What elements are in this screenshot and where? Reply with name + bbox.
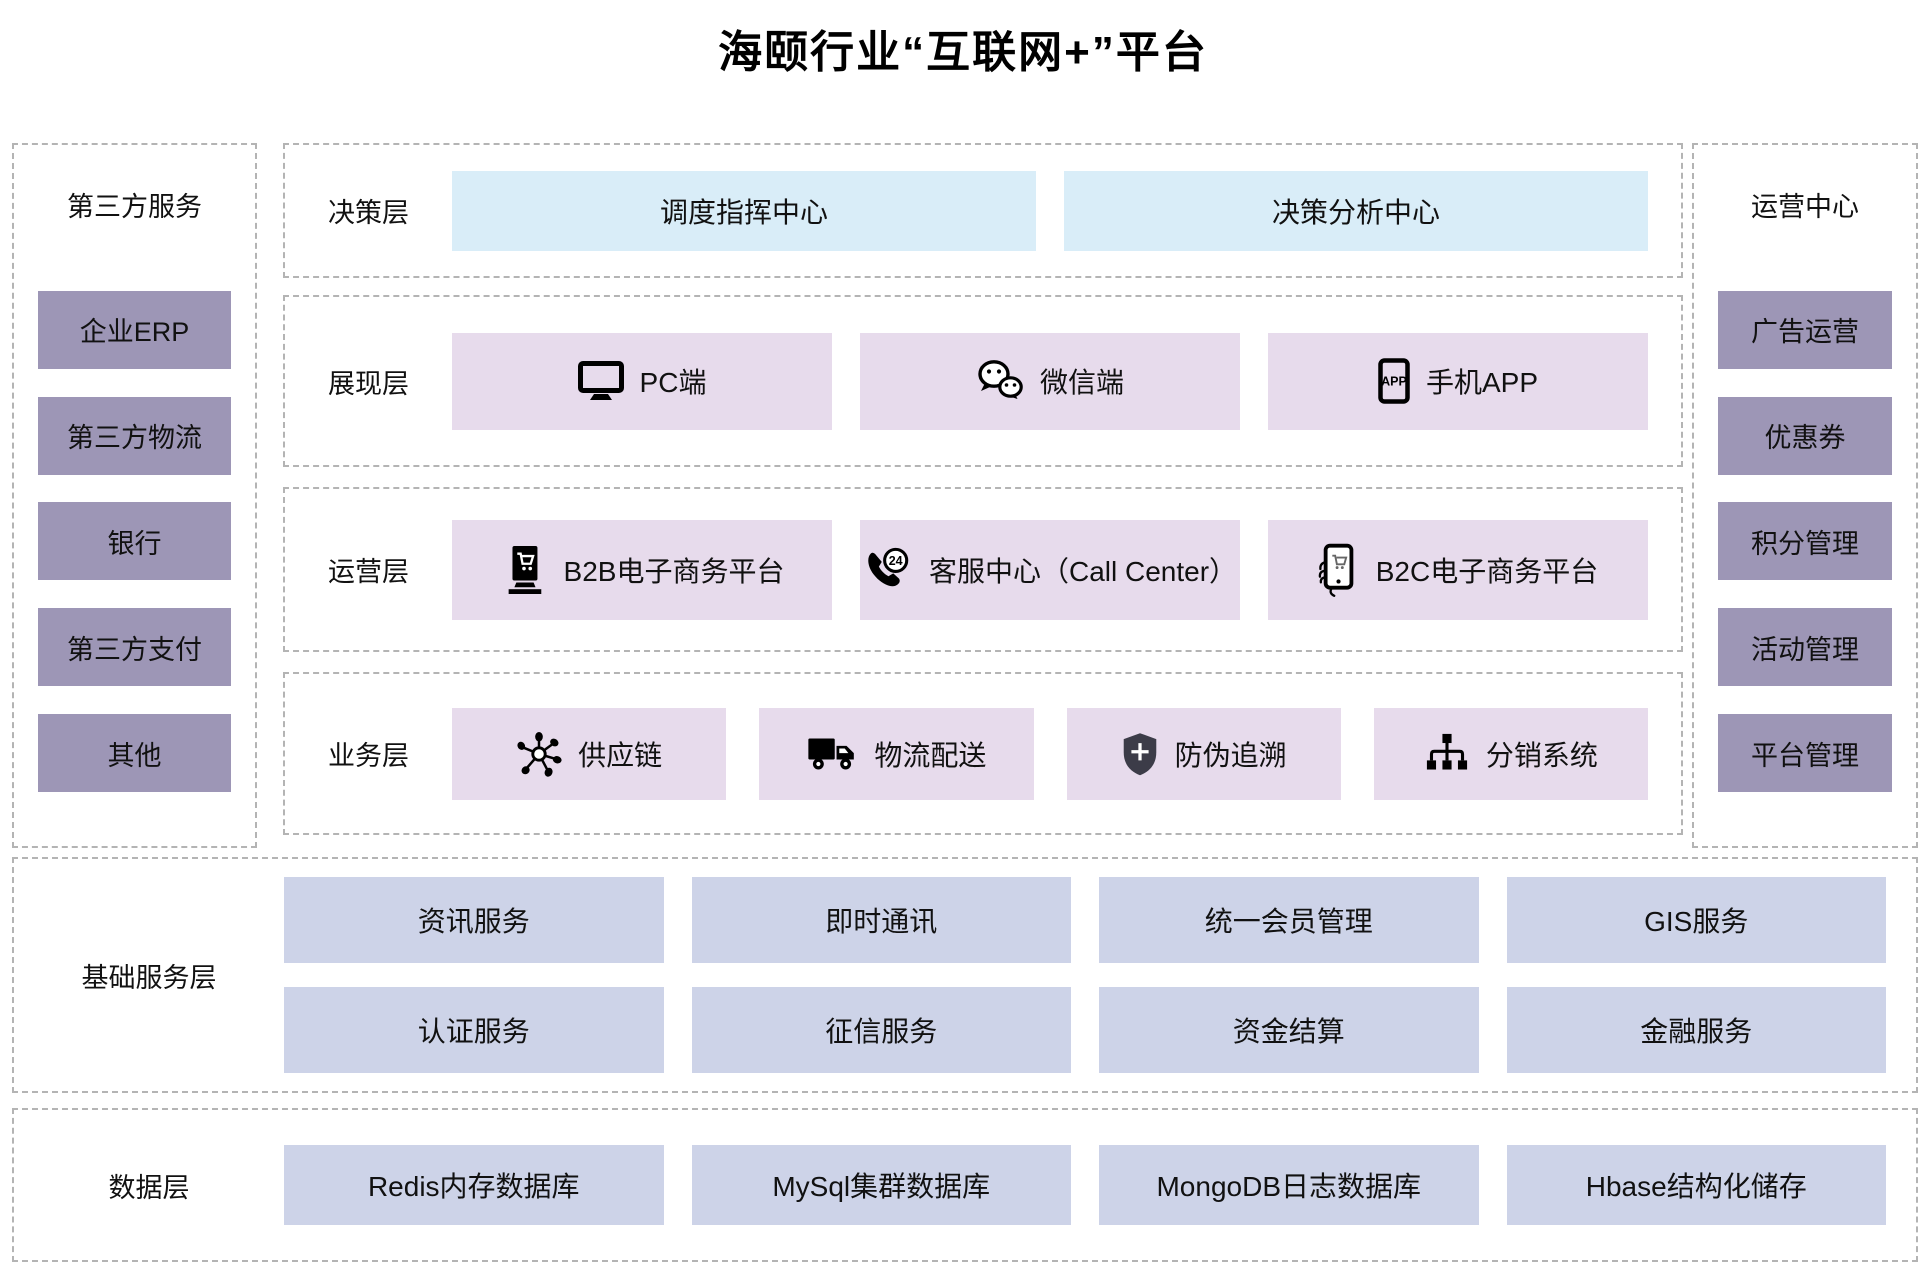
base-service-box: 金融服务 <box>1506 987 1886 1073</box>
database-box: Hbase结构化储存 <box>1506 1145 1886 1225</box>
mobile-app-icon: APP <box>1378 358 1410 404</box>
right-panel-item: 优惠券 <box>1718 396 1892 475</box>
logistics-label: 物流配送 <box>874 739 987 771</box>
callcenter-box: 24 客服中心（Call Center） <box>860 519 1240 620</box>
data-layer: 数据层 Redis内存数据库 MySql集群数据库 MongoDB日志数据库 H… <box>12 1108 1918 1262</box>
operation-layer-row: 运营层 B2B电子商务平台 <box>283 487 1683 652</box>
left-panel-item: 第三方物流 <box>38 396 231 475</box>
supply-chain-box: 供应链 <box>452 707 727 800</box>
callcenter-label: 客服中心（Call Center） <box>928 555 1238 587</box>
logistics-box: 物流配送 <box>759 707 1034 800</box>
base-service-box: 资讯服务 <box>284 877 664 963</box>
database-box: Redis内存数据库 <box>284 1145 664 1225</box>
operations-center-panel: 运营中心 广告运营 优惠券 积分管理 活动管理 平台管理 <box>1692 143 1918 848</box>
data-layer-label: 数据层 <box>108 1172 190 1203</box>
decision-analysis-center-box: 决策分析中心 <box>1064 170 1648 251</box>
callcenter-24-icon: 24 <box>863 546 913 594</box>
presentation-layer-label: 展现层 <box>328 368 409 399</box>
base-services-label: 基础服务层 <box>81 962 217 993</box>
mobile-app-label: 手机APP <box>1425 367 1539 398</box>
business-layer-row: 业务层 <box>283 672 1683 835</box>
third-party-services-panel: 第三方服务 企业ERP 第三方物流 银行 第三方支付 其他 <box>12 143 257 848</box>
base-service-box: 统一会员管理 <box>1099 877 1479 963</box>
base-service-box: 征信服务 <box>691 987 1071 1073</box>
truck-icon <box>806 734 858 774</box>
b2c-ecommerce-label: B2C电子商务平台 <box>1375 555 1599 587</box>
b2b-ecommerce-box: B2B电子商务平台 <box>452 519 832 620</box>
right-panel-items: 广告运营 优惠券 积分管理 活动管理 平台管理 <box>1694 263 1916 846</box>
left-panel-item: 第三方支付 <box>38 608 231 687</box>
base-service-box: GIS服务 <box>1506 877 1886 963</box>
decision-layer-row: 决策层 调度指挥中心 决策分析中心 <box>283 143 1683 278</box>
left-panel-item: 企业ERP <box>38 290 231 369</box>
business-layer-label: 业务层 <box>328 741 409 771</box>
page-title: 海颐行业“互联网+”平台 <box>718 28 1208 77</box>
right-panel-item: 积分管理 <box>1718 502 1892 581</box>
b2b-ecommerce-label: B2B电子商务平台 <box>563 555 785 587</box>
distribution-box: 分销系统 <box>1373 707 1648 800</box>
supply-chain-icon <box>516 731 562 777</box>
anti-counterfeit-label: 防伪追溯 <box>1174 739 1287 771</box>
right-panel-title: 运营中心 <box>1751 191 1859 222</box>
decision-layer-label: 决策层 <box>328 198 409 228</box>
presentation-layer-row: 展现层 PC端 <box>283 295 1683 467</box>
database-box: MySql集群数据库 <box>691 1145 1071 1225</box>
left-panel-item: 其他 <box>38 714 231 793</box>
base-service-box: 即时通讯 <box>691 877 1071 963</box>
mobile-app-box: APP 手机APP <box>1268 332 1648 430</box>
left-panel-title: 第三方服务 <box>67 191 202 222</box>
pc-client-box: PC端 <box>452 332 832 430</box>
monitor-icon <box>577 361 624 401</box>
mobile-shopping-icon <box>1318 543 1360 597</box>
right-panel-item: 平台管理 <box>1718 714 1892 793</box>
wechat-client-box: 微信端 <box>860 332 1240 430</box>
right-panel-item: 广告运营 <box>1718 290 1892 369</box>
dispatch-command-center-box: 调度指挥中心 <box>452 170 1036 251</box>
anti-counterfeit-box: 防伪追溯 <box>1066 707 1341 800</box>
database-box: MongoDB日志数据库 <box>1099 1145 1479 1225</box>
distribution-label: 分销系统 <box>1485 739 1598 771</box>
wechat-icon <box>976 359 1024 403</box>
base-service-box: 资金结算 <box>1099 987 1479 1073</box>
right-panel-item: 活动管理 <box>1718 608 1892 687</box>
supply-chain-label: 供应链 <box>578 739 663 771</box>
b2c-ecommerce-box: B2C电子商务平台 <box>1268 519 1648 620</box>
left-panel-items: 企业ERP 第三方物流 银行 第三方支付 其他 <box>14 263 255 846</box>
shield-plus-icon <box>1121 731 1159 777</box>
left-panel-item: 银行 <box>38 502 231 581</box>
ecommerce-kiosk-icon <box>500 544 548 596</box>
base-service-box: 认证服务 <box>284 987 664 1073</box>
svg-text:24: 24 <box>889 554 903 568</box>
pc-client-label: PC端 <box>639 367 707 398</box>
distribution-tree-icon <box>1424 733 1470 775</box>
wechat-client-label: 微信端 <box>1039 367 1124 398</box>
svg-text:APP: APP <box>1381 375 1407 389</box>
base-services-layer: 基础服务层 资讯服务 即时通讯 统一会员管理 GIS服务 认证服务 征信服务 资… <box>12 857 1918 1093</box>
operation-layer-label: 运营层 <box>328 557 409 587</box>
